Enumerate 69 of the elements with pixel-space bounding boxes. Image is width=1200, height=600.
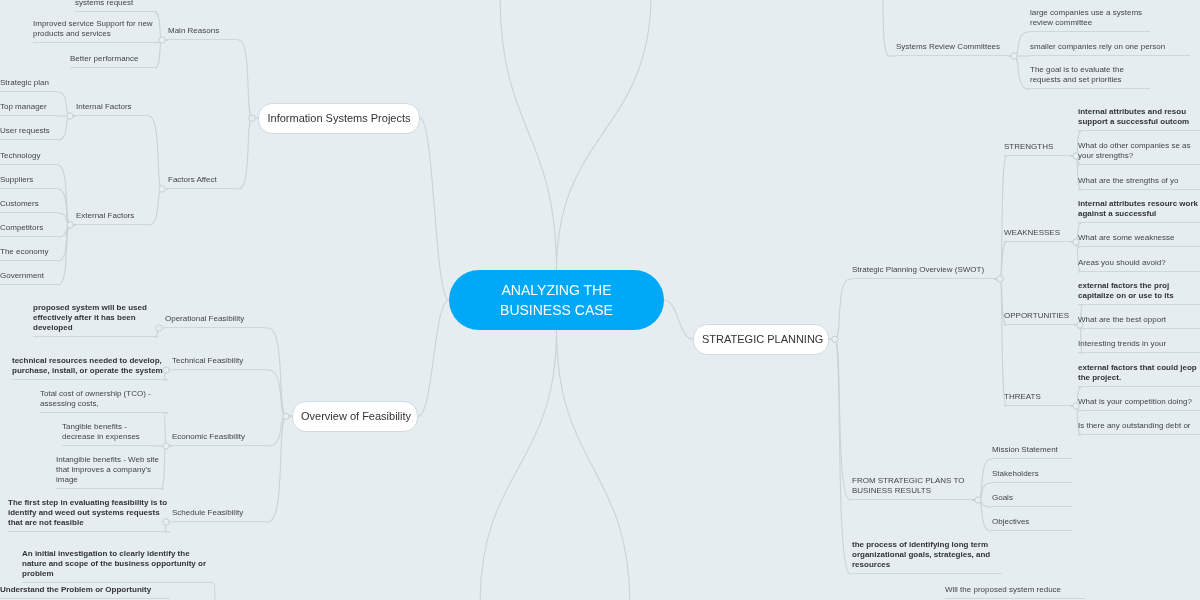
branch-label: Is there any outstanding debt or xyxy=(1078,421,1200,435)
branch-label: Interesting trends in your xyxy=(1078,339,1200,353)
branch-label: Goals xyxy=(992,493,1072,507)
connector-line xyxy=(882,0,897,57)
branch-label: The economy xyxy=(0,247,58,261)
topic-pill: Overview of Feasibility xyxy=(292,401,418,432)
connector-line xyxy=(211,582,216,600)
branch-label: Competitors xyxy=(0,223,58,237)
branch-label: The goal is to evaluate the requests and set priorities xyxy=(1030,65,1150,89)
branch-label: Technology xyxy=(0,151,58,165)
branch-label: Customers xyxy=(0,199,58,213)
connector-line xyxy=(419,117,450,301)
connector-line xyxy=(147,188,169,226)
branch-label: Areas you should avoid? xyxy=(1078,258,1200,272)
branch-label: Technical Feasibility xyxy=(172,356,265,370)
branch-label: Suppliers xyxy=(0,175,58,189)
branch-label: Schedule Feasibility xyxy=(172,508,265,522)
branch-label: THREATS xyxy=(1004,392,1070,406)
note-text: proposed system will be used effectively after it has been developed xyxy=(33,303,158,337)
branch-label: Factors Affect xyxy=(168,175,238,189)
branch-label: Mission Statement xyxy=(992,445,1072,459)
branch-label: Strategic plan xyxy=(0,78,58,92)
branch-label: Will the proposed system reduce xyxy=(945,585,1085,599)
branch-label: smaller companies rely on one person xyxy=(1030,42,1190,56)
branch-label: systems request xyxy=(75,0,157,12)
note-text: Understand the Problem or Opportunity xyxy=(0,585,170,599)
branch-label: FROM STRATEGIC PLANS TO BUSINESS RESULTS xyxy=(852,476,972,500)
branch-label: Operational Feasibility xyxy=(165,314,265,328)
connector-line xyxy=(417,299,450,417)
topic-pill: Information Systems Projects xyxy=(258,103,420,134)
branch-label: OPPORTUNITIES xyxy=(1004,311,1074,325)
branch-label: Total cost of ownership (TCO) - assessing costs, xyxy=(40,389,168,413)
branch-label: STRENGTHS xyxy=(1004,142,1070,156)
topic-pill: STRATEGIC PLANNING xyxy=(693,324,829,355)
branch-label: External Factors xyxy=(76,211,148,225)
branch-label: User requests xyxy=(0,126,58,140)
branch-label: What do other companies se as your strengths? xyxy=(1078,141,1200,165)
branch-label: Improved service Support for new products and services xyxy=(33,19,157,43)
branch-label: large companies use a systems review committee xyxy=(1030,8,1150,32)
note-text: the process of identifying long term organizational goals, strategies, and resources xyxy=(852,540,1002,574)
note-text: The first step in evaluating feasibility is to identify and weed out systems requests that are not feasible xyxy=(8,498,170,532)
branch-label: Intangible benefits - Web site that improves a company's image xyxy=(56,455,164,489)
note-text: internal attributes and resou support a successful outcom xyxy=(1078,107,1200,131)
branch-label: Stakeholders xyxy=(992,469,1072,483)
note-text: external factors that could jeop the project. xyxy=(1078,363,1200,387)
branch-label: What are the strengths of yo xyxy=(1078,176,1200,190)
branch-label: What are the best opport xyxy=(1078,315,1200,329)
branch-label: Main Reasons xyxy=(168,26,238,40)
connector-line xyxy=(162,369,173,381)
note-text: An initial investigation to clearly identify the nature and scope of the business opportunity or problem xyxy=(22,549,212,583)
branch-label: Internal Factors xyxy=(76,102,148,116)
note-text: technical resources needed to develop, purchase, install, or operate the system xyxy=(12,356,168,380)
central-topic: ANALYZING THE BUSINESS CASE xyxy=(449,270,664,330)
connector-line xyxy=(164,521,173,533)
branch-label: Economic Feasibility xyxy=(172,432,265,446)
branch-label: Better performance xyxy=(70,54,157,68)
branch-label: Objectives xyxy=(992,517,1072,531)
connector-line xyxy=(153,327,166,338)
branch-label: Top manager xyxy=(0,102,58,116)
branch-label: Systems Review Committees xyxy=(896,42,1008,56)
branch-label: Strategic Planning Overview (SWOT) xyxy=(852,265,994,279)
branch-label: What is your competition doing? xyxy=(1078,397,1200,411)
connector-line xyxy=(663,299,694,340)
branch-label: WEAKNESSES xyxy=(1004,228,1070,242)
branch-label: Government xyxy=(0,271,58,285)
branch-label: What are some weaknesse xyxy=(1078,233,1200,247)
note-text: external factors the proj capitalize on or use to its xyxy=(1078,281,1200,305)
branch-label: Tangible benefits - decrease in expenses xyxy=(62,422,154,446)
note-text: internal attributes resourc work against a successful xyxy=(1078,199,1200,223)
